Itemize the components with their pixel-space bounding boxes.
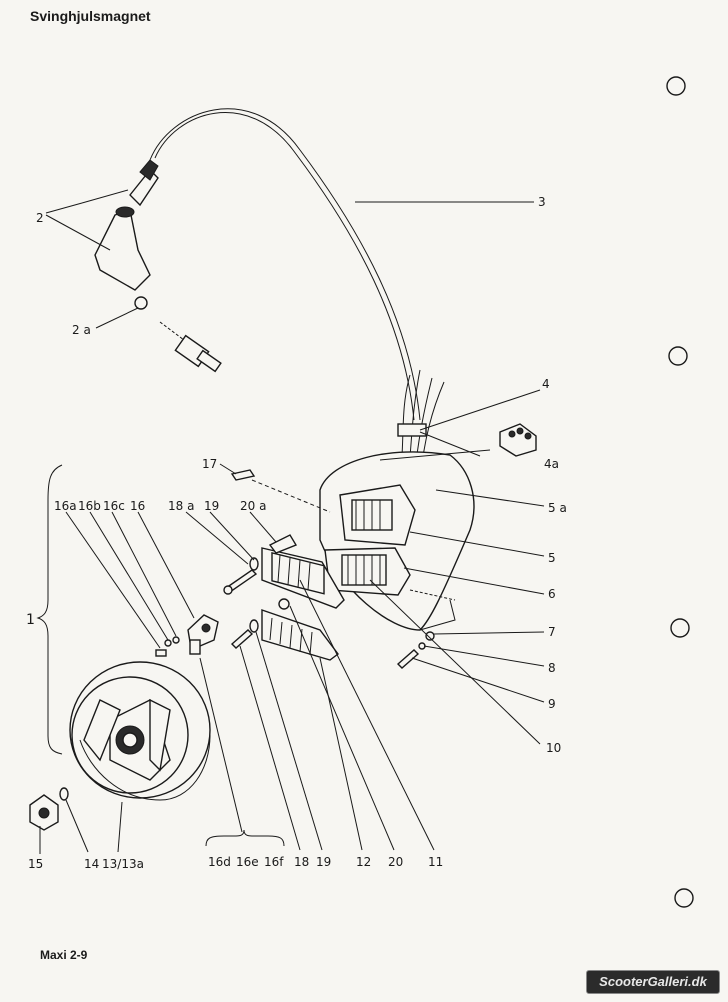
callout-5: 5 (548, 551, 556, 565)
callout-18a: 18 a (168, 499, 194, 513)
charging-coil-upper (261, 534, 345, 609)
callout-16c: 16c (103, 499, 125, 513)
callout-5a: 5 a (548, 501, 567, 515)
connector-block (499, 423, 537, 457)
small-screw-16a (155, 636, 180, 657)
callout-16d: 16d (208, 855, 231, 869)
callout-16e: 16e (236, 855, 259, 869)
wire-bundle (397, 369, 445, 481)
callout-8: 8 (548, 661, 556, 675)
plug-cap-boot (129, 159, 159, 207)
ht-cable (149, 108, 421, 421)
leader-lines (39, 189, 545, 854)
coil-lower (324, 547, 411, 596)
washer-19-lower (249, 619, 259, 633)
callout-3: 3 (538, 195, 546, 209)
callout-2a: 2 a (72, 323, 91, 337)
coil-upper (339, 484, 416, 546)
callout-9: 9 (548, 697, 556, 711)
lock-washer (59, 787, 69, 801)
callout-2: 2 (36, 211, 44, 225)
callout-10: 10 (546, 741, 561, 755)
screw-18 (230, 629, 254, 649)
callout-18: 18 (294, 855, 309, 869)
charging-coil-lower (261, 609, 339, 661)
washer-19-upper (249, 557, 259, 571)
page-footer: Maxi 2-9 (40, 948, 88, 962)
callout-6: 6 (548, 587, 556, 601)
callout-19-top: 19 (204, 499, 219, 513)
screw-18a (223, 569, 258, 595)
screw-assembly-right (396, 631, 435, 669)
callout-7: 7 (548, 625, 556, 639)
callout-labels: 2 2 a 3 4 4a 5 a 5 6 7 8 9 10 17 16a 16b… (26, 195, 567, 871)
page-title: Svinghjulsmagnet (30, 8, 151, 24)
callout-4a: 4a (544, 457, 559, 471)
spark-plug (159, 321, 222, 373)
callout-13-13a: 13/13a (102, 857, 144, 871)
callout-16b: 16b (78, 499, 101, 513)
woodruff-key (230, 469, 256, 481)
callout-14: 14 (84, 857, 99, 871)
flywheel-nut (29, 794, 59, 831)
callout-15: 15 (28, 857, 43, 871)
callout-20a: 20 a (240, 499, 266, 513)
callout-1: 1 (26, 612, 35, 628)
callout-12: 12 (356, 855, 371, 869)
callout-16a: 16a (54, 499, 77, 513)
callout-19: 19 (316, 855, 331, 869)
callout-16: 16 (130, 499, 145, 513)
callout-4: 4 (542, 377, 550, 391)
callout-16f: 16f (264, 855, 284, 869)
flywheel (69, 661, 211, 801)
binder-holes (666, 76, 694, 908)
bracket-1 (36, 464, 63, 755)
spacer-20 (278, 598, 290, 610)
bracket-16d (205, 829, 285, 847)
callout-11: 11 (428, 855, 443, 869)
callout-17: 17 (202, 457, 217, 471)
watermark-logo: ScooterGalleri.dk (586, 970, 720, 994)
plug-cap-elbow (94, 206, 151, 291)
callout-20: 20 (388, 855, 403, 869)
contact-breaker (187, 614, 219, 655)
plug-nut (134, 296, 148, 310)
